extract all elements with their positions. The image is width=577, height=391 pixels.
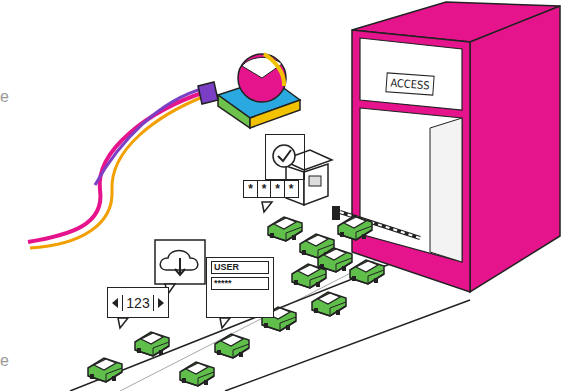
pin-callout: **** <box>243 134 309 202</box>
robot-ball <box>238 54 286 102</box>
bubble-tail <box>262 202 272 212</box>
access-sign: ACCESS <box>385 72 434 95</box>
edge-fragment: e <box>0 88 9 106</box>
cable <box>95 88 205 185</box>
cable <box>30 96 205 248</box>
booth-window <box>309 176 321 186</box>
pin-row: **** <box>243 180 297 198</box>
doorway <box>360 108 462 262</box>
number-stepper: 123 <box>108 288 168 317</box>
number-callout: 123 <box>107 287 169 318</box>
booth-side <box>304 164 328 205</box>
download-arrow <box>175 258 185 275</box>
robot-cart-side <box>218 95 250 128</box>
number-value: 123 <box>122 295 153 311</box>
sign-text: ACCESS <box>390 76 430 92</box>
download-bubble <box>155 240 205 284</box>
bubble-tail <box>118 318 128 328</box>
gate-post <box>332 206 340 220</box>
robot-cart-front <box>250 100 300 128</box>
building-side <box>470 6 560 292</box>
robot-stripe <box>264 54 284 86</box>
check-frame <box>265 134 305 180</box>
edge-fragment: e <box>0 352 9 370</box>
cars <box>88 216 384 386</box>
check-mark <box>278 150 291 161</box>
check-circle <box>273 145 295 167</box>
plug <box>198 82 218 104</box>
login-callout: USER ***** <box>206 257 274 318</box>
front-panel <box>360 38 462 110</box>
username-field: USER <box>211 261 269 274</box>
bubble-tail <box>220 318 230 328</box>
building-front <box>352 30 470 292</box>
stepper-arrow <box>158 298 164 308</box>
password-field: ***** <box>211 277 269 290</box>
robot-ball-highlight <box>242 57 282 78</box>
stepper-arrow <box>112 298 118 308</box>
pin-digit: * <box>284 180 299 198</box>
doorway-inner <box>430 118 462 262</box>
